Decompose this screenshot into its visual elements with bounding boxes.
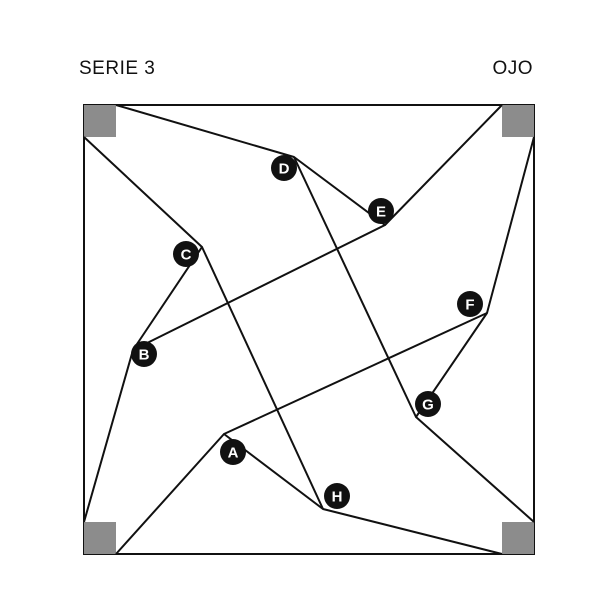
- line-d-g: [293, 156, 417, 418]
- point-marker-a: A: [220, 439, 246, 465]
- point-label-f: F: [465, 297, 474, 314]
- corner-square-bottom-right: [502, 522, 534, 554]
- line-b-e: [132, 224, 386, 351]
- corner-square-top-left: [84, 105, 116, 137]
- point-marker-e: E: [368, 198, 394, 224]
- point-marker-c: C: [173, 241, 199, 267]
- point-label-h: H: [332, 489, 343, 506]
- line-c-h: [201, 246, 324, 510]
- point-label-d: D: [279, 161, 290, 178]
- line-right-corner-f-g: [415, 136, 535, 523]
- eye-label: OJO: [492, 58, 533, 79]
- point-marker-b: B: [131, 341, 157, 367]
- point-marker-d: D: [271, 155, 297, 181]
- series-label: SERIE 3: [79, 58, 156, 79]
- line-bottom-corner-a-h: [115, 433, 503, 555]
- line-left-corner-c-b: [83, 136, 203, 523]
- corner-square-bottom-left: [84, 522, 116, 554]
- corner-square-top-right: [502, 105, 534, 137]
- point-label-c: C: [181, 247, 192, 264]
- point-label-g: G: [422, 397, 434, 414]
- point-marker-f: F: [457, 291, 483, 317]
- path-lines: [83, 104, 535, 555]
- point-label-b: B: [139, 347, 150, 364]
- point-label-e: E: [376, 204, 386, 221]
- point-marker-g: G: [415, 391, 441, 417]
- point-marker-h: H: [324, 483, 350, 509]
- frame-border: [83, 104, 535, 555]
- line-a-f: [223, 312, 488, 435]
- point-label-a: A: [228, 445, 239, 462]
- line-top-corner-d-e: [115, 104, 503, 226]
